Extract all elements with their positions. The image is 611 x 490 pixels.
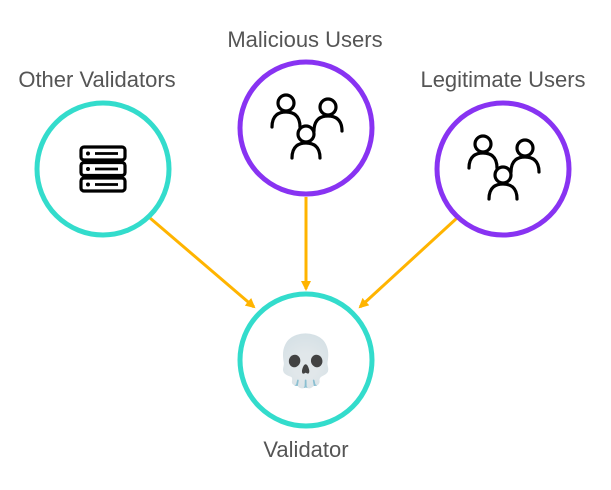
node-legitimate-users: Legitimate Users	[420, 67, 586, 238]
node-validator: 💀 Validator	[237, 291, 375, 462]
arrow-legitimate-users-to-validator	[358, 216, 459, 309]
node-circle-validator	[237, 291, 375, 429]
node-label-other-validators: Other Validators	[18, 67, 175, 92]
arrow-other-validators-to-validator	[149, 216, 256, 309]
node-label-validator: Validator	[263, 437, 348, 462]
node-malicious-users: Malicious Users	[227, 27, 383, 197]
skull-icon: 💀	[275, 332, 337, 390]
node-label-malicious-users: Malicious Users	[227, 27, 382, 52]
node-label-legitimate-users: Legitimate Users	[420, 67, 585, 92]
node-other-validators: Other Validators	[18, 67, 176, 238]
server-icon	[79, 145, 127, 193]
node-circle-legitimate-users	[434, 100, 572, 238]
node-circle-malicious-users	[237, 59, 375, 197]
